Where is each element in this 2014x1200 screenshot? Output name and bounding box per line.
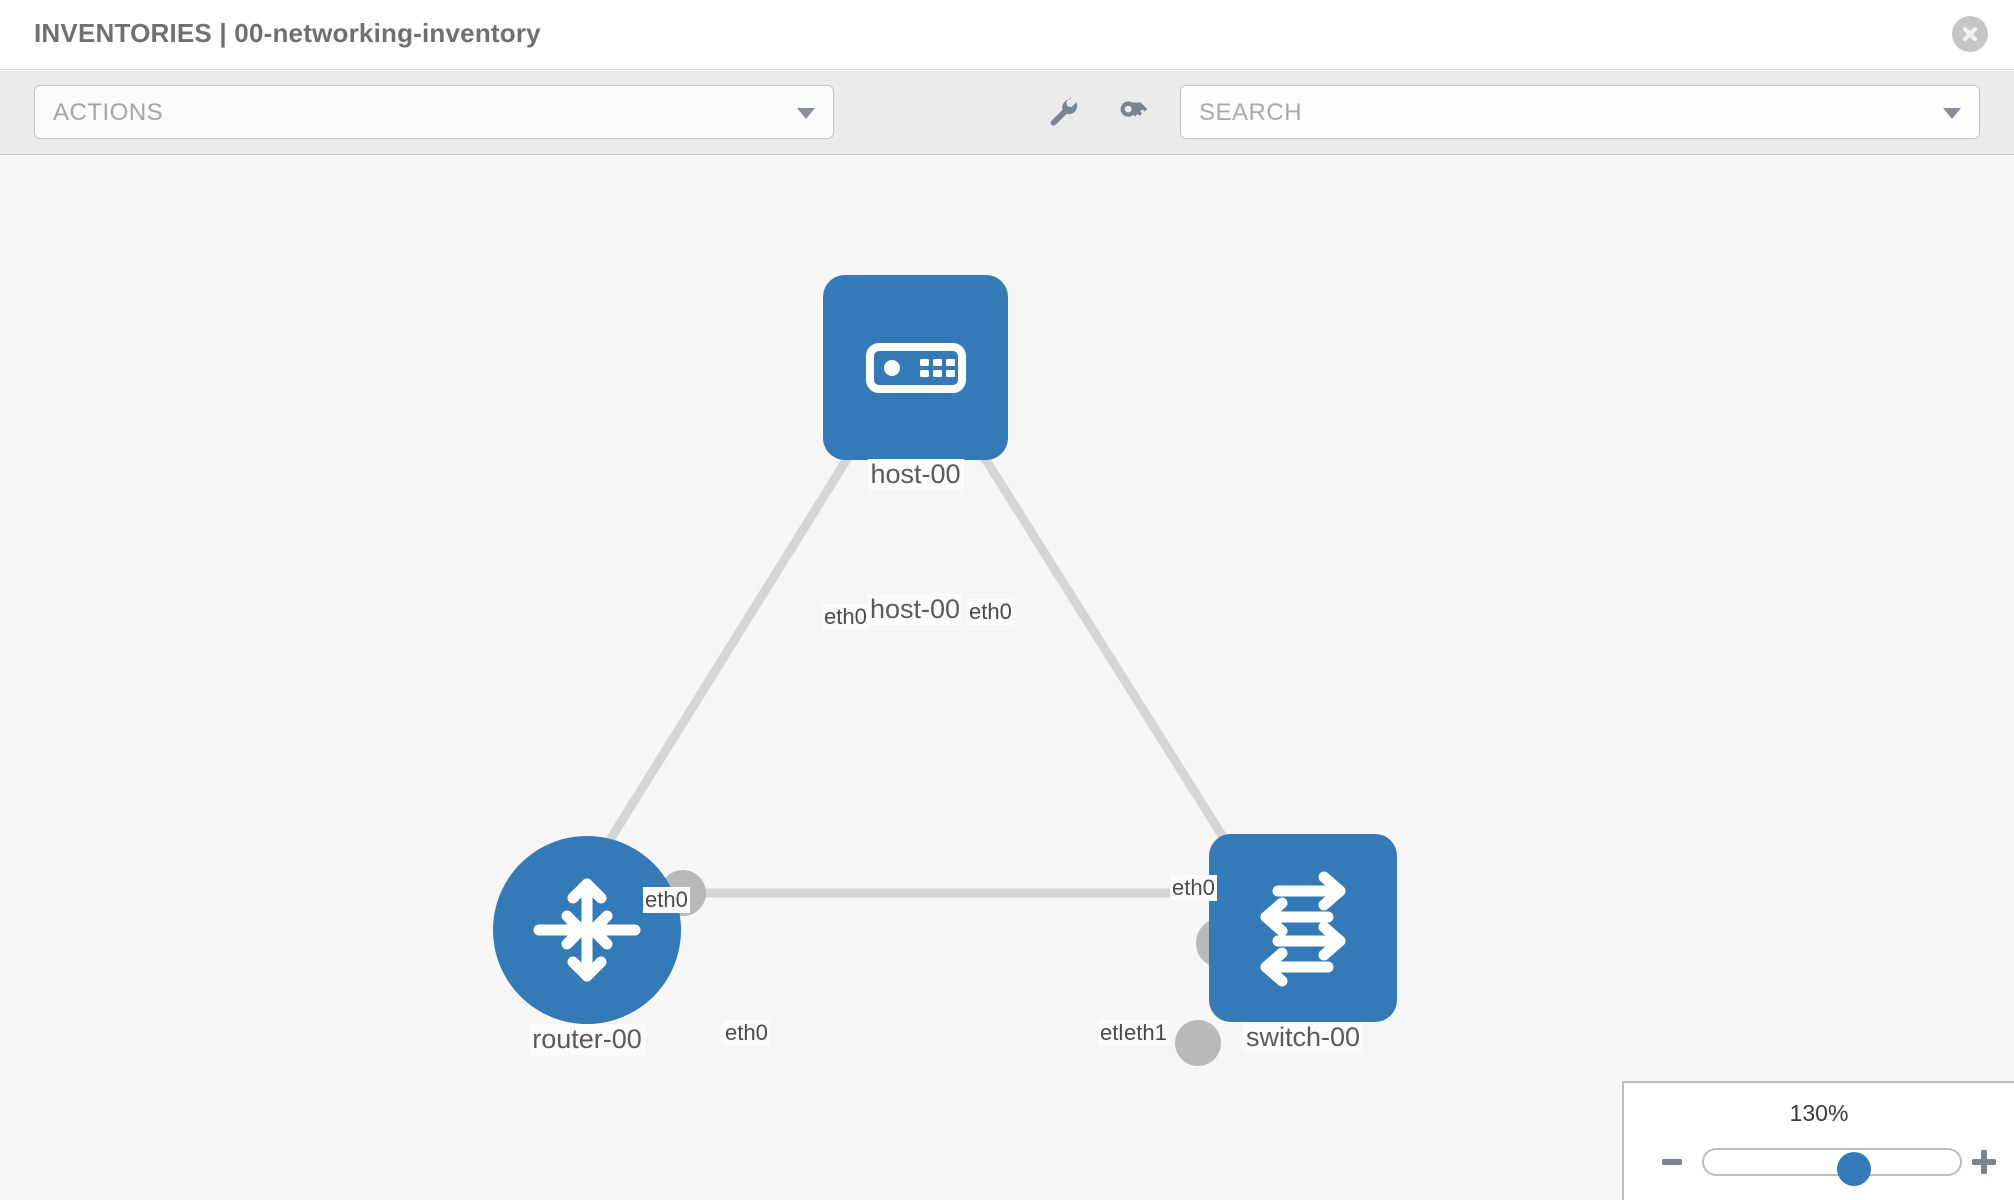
zoom-level-value: 130%	[1789, 1100, 1849, 1126]
actions-dropdown[interactable]: ACTIONS	[34, 85, 834, 139]
zoom-slider-row	[1624, 1139, 2014, 1186]
toolbar: ACTIONS SEARCH	[0, 71, 2014, 155]
search-input[interactable]: SEARCH	[1180, 85, 1980, 139]
switch-arrows-icon	[1260, 871, 1346, 987]
page-title: INVENTORIES | 00-networking-inventory	[34, 18, 541, 48]
node-router-00-shape[interactable]	[493, 836, 681, 1024]
search-placeholder: SEARCH	[1199, 99, 1303, 126]
zoom-control-panel: 130%	[1622, 1081, 2014, 1200]
key-icon[interactable]	[1110, 91, 1156, 133]
zoom-slider[interactable]	[1702, 1148, 1962, 1186]
node-switch-00-shape[interactable]	[1209, 834, 1397, 1022]
node-host-00[interactable]: host-00	[823, 275, 1008, 490]
chevron-down-icon[interactable]	[1943, 108, 1961, 119]
wrench-icon[interactable]	[1040, 91, 1086, 133]
topology-canvas[interactable]: host-00 router-00	[0, 156, 2014, 1200]
close-icon[interactable]	[1952, 16, 1988, 52]
zoom-slider-thumb[interactable]	[1837, 1152, 1871, 1186]
node-switch-00-label: switch-00	[1242, 1022, 1364, 1053]
edge-label-switch-eth1: eth1	[1122, 1020, 1169, 1046]
router-arrows-icon	[533, 878, 641, 982]
minus-icon	[1662, 1159, 1682, 1165]
connector-switch-left	[1175, 1020, 1221, 1066]
zoom-out-button[interactable]	[1652, 1139, 1692, 1185]
zoom-in-button[interactable]	[1964, 1139, 2004, 1185]
chevron-down-icon	[797, 108, 815, 119]
page-header: INVENTORIES | 00-networking-inventory	[0, 0, 2014, 70]
edge-label-router-up: eth0	[643, 887, 690, 913]
server-icon	[865, 342, 966, 393]
edge-label-switch-up: eth0	[1170, 875, 1217, 901]
edge-label-host-right: eth0	[967, 599, 1014, 625]
edge-host-switch	[947, 401, 1240, 861]
node-host-00-label: host-00	[867, 459, 964, 490]
edge-label-router-right: eth0	[723, 1020, 770, 1046]
node-router-00[interactable]: router-00	[493, 836, 681, 1055]
edge-host-router	[595, 401, 885, 861]
actions-dropdown-label: ACTIONS	[53, 99, 164, 126]
node-host-00-name-overlay: host-00	[868, 594, 963, 625]
plus-icon	[1972, 1150, 1996, 1174]
node-host-00-shape[interactable]	[823, 275, 1008, 460]
edge-label-host-left: eth0	[822, 604, 869, 630]
node-router-00-label: router-00	[529, 1024, 645, 1055]
node-switch-00[interactable]: switch-00	[1209, 834, 1397, 1053]
